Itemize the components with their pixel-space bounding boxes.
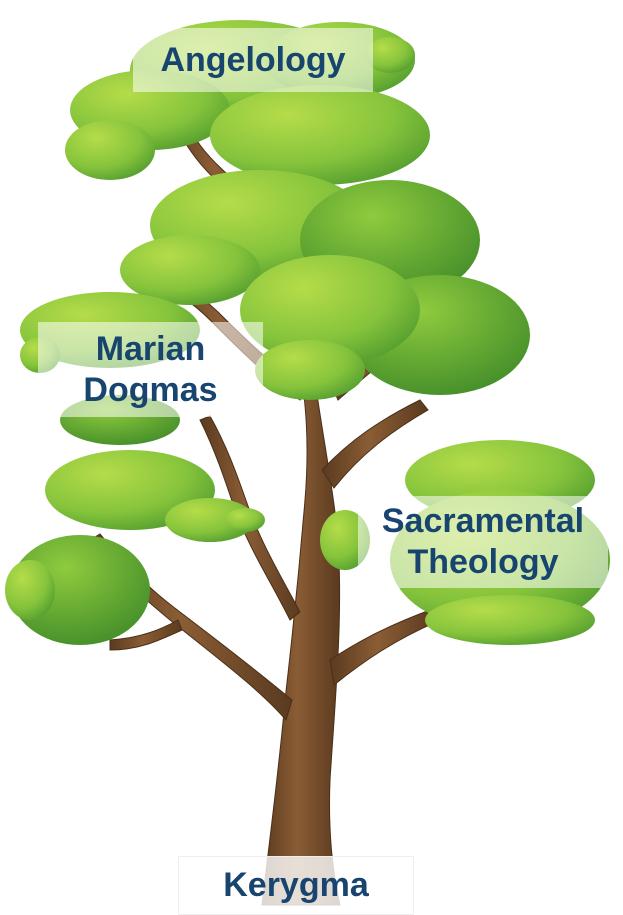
sacramental-theology-line2: Theology (407, 542, 558, 583)
kerygma-text: Kerygma (223, 865, 369, 906)
marian-dogmas-line1: Marian (96, 329, 206, 370)
kerygma-label: Kerygma (178, 856, 414, 915)
sacramental-theology-label: Sacramental Theology (358, 496, 608, 588)
marian-dogmas-line2: Dogmas (83, 370, 217, 411)
angelology-text: Angelology (160, 40, 345, 81)
angelology-label: Angelology (133, 28, 373, 92)
marian-dogmas-label: Marian Dogmas (38, 322, 263, 417)
sacramental-theology-line1: Sacramental (382, 501, 584, 542)
